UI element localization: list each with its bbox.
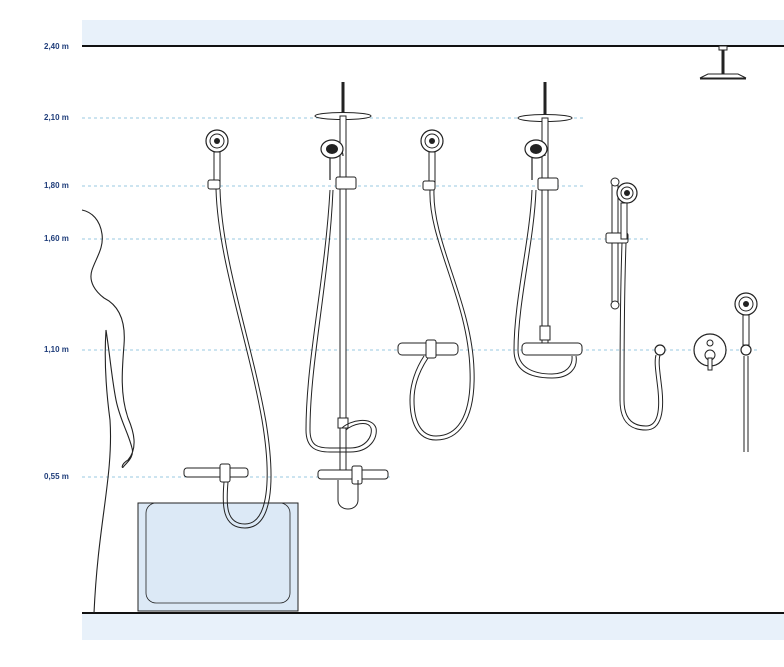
handshower-icon (524, 139, 548, 159)
wall-outlet (654, 344, 666, 356)
ceiling-band (82, 20, 784, 46)
handshower-icon (320, 139, 344, 159)
wall-holder (207, 179, 221, 190)
bath-mixer (183, 467, 249, 478)
bathtub (137, 502, 299, 612)
spout (337, 480, 359, 510)
shower-hose (513, 189, 577, 379)
slide-rail (611, 179, 619, 309)
wall-holder (422, 180, 436, 191)
handshower-icon (205, 129, 229, 183)
height-label-240: 2,40 m (44, 42, 69, 51)
wall-thermostat-handshower (397, 129, 475, 441)
bath-handshower-set (137, 129, 299, 612)
bathtub-inner (145, 502, 291, 604)
slide-rail-handshower (605, 177, 666, 431)
thermostat-mixer (521, 342, 583, 356)
height-label-210: 2,10 m (44, 113, 69, 122)
height-label-160: 1,60 m (44, 234, 69, 243)
ceiling-rain-shower (699, 45, 747, 80)
person-outline (81, 209, 135, 614)
shower-hose (619, 242, 664, 431)
handshower-icon (420, 129, 444, 185)
rain-shower-icon (699, 73, 747, 80)
height-guides: 2,40 m 2,10 m 1,80 m 1,60 m 1,10 m 0,55 … (44, 42, 760, 481)
shower-hose (413, 189, 471, 437)
bath-shower-column (305, 82, 389, 510)
floor-band (82, 613, 784, 640)
handshower-icon (734, 292, 758, 346)
thermostatic-shower-column (513, 82, 583, 379)
height-label-110: 1,10 m (44, 345, 69, 354)
height-label-180: 1,80 m (44, 181, 69, 190)
shower-hose (305, 189, 377, 453)
height-label-055: 0,55 m (44, 472, 69, 481)
slide-rail-icon (616, 182, 638, 240)
shower-hose (215, 188, 268, 525)
concealed-mixer-handshower (693, 292, 758, 452)
concealed-mixer-icon (693, 333, 727, 371)
